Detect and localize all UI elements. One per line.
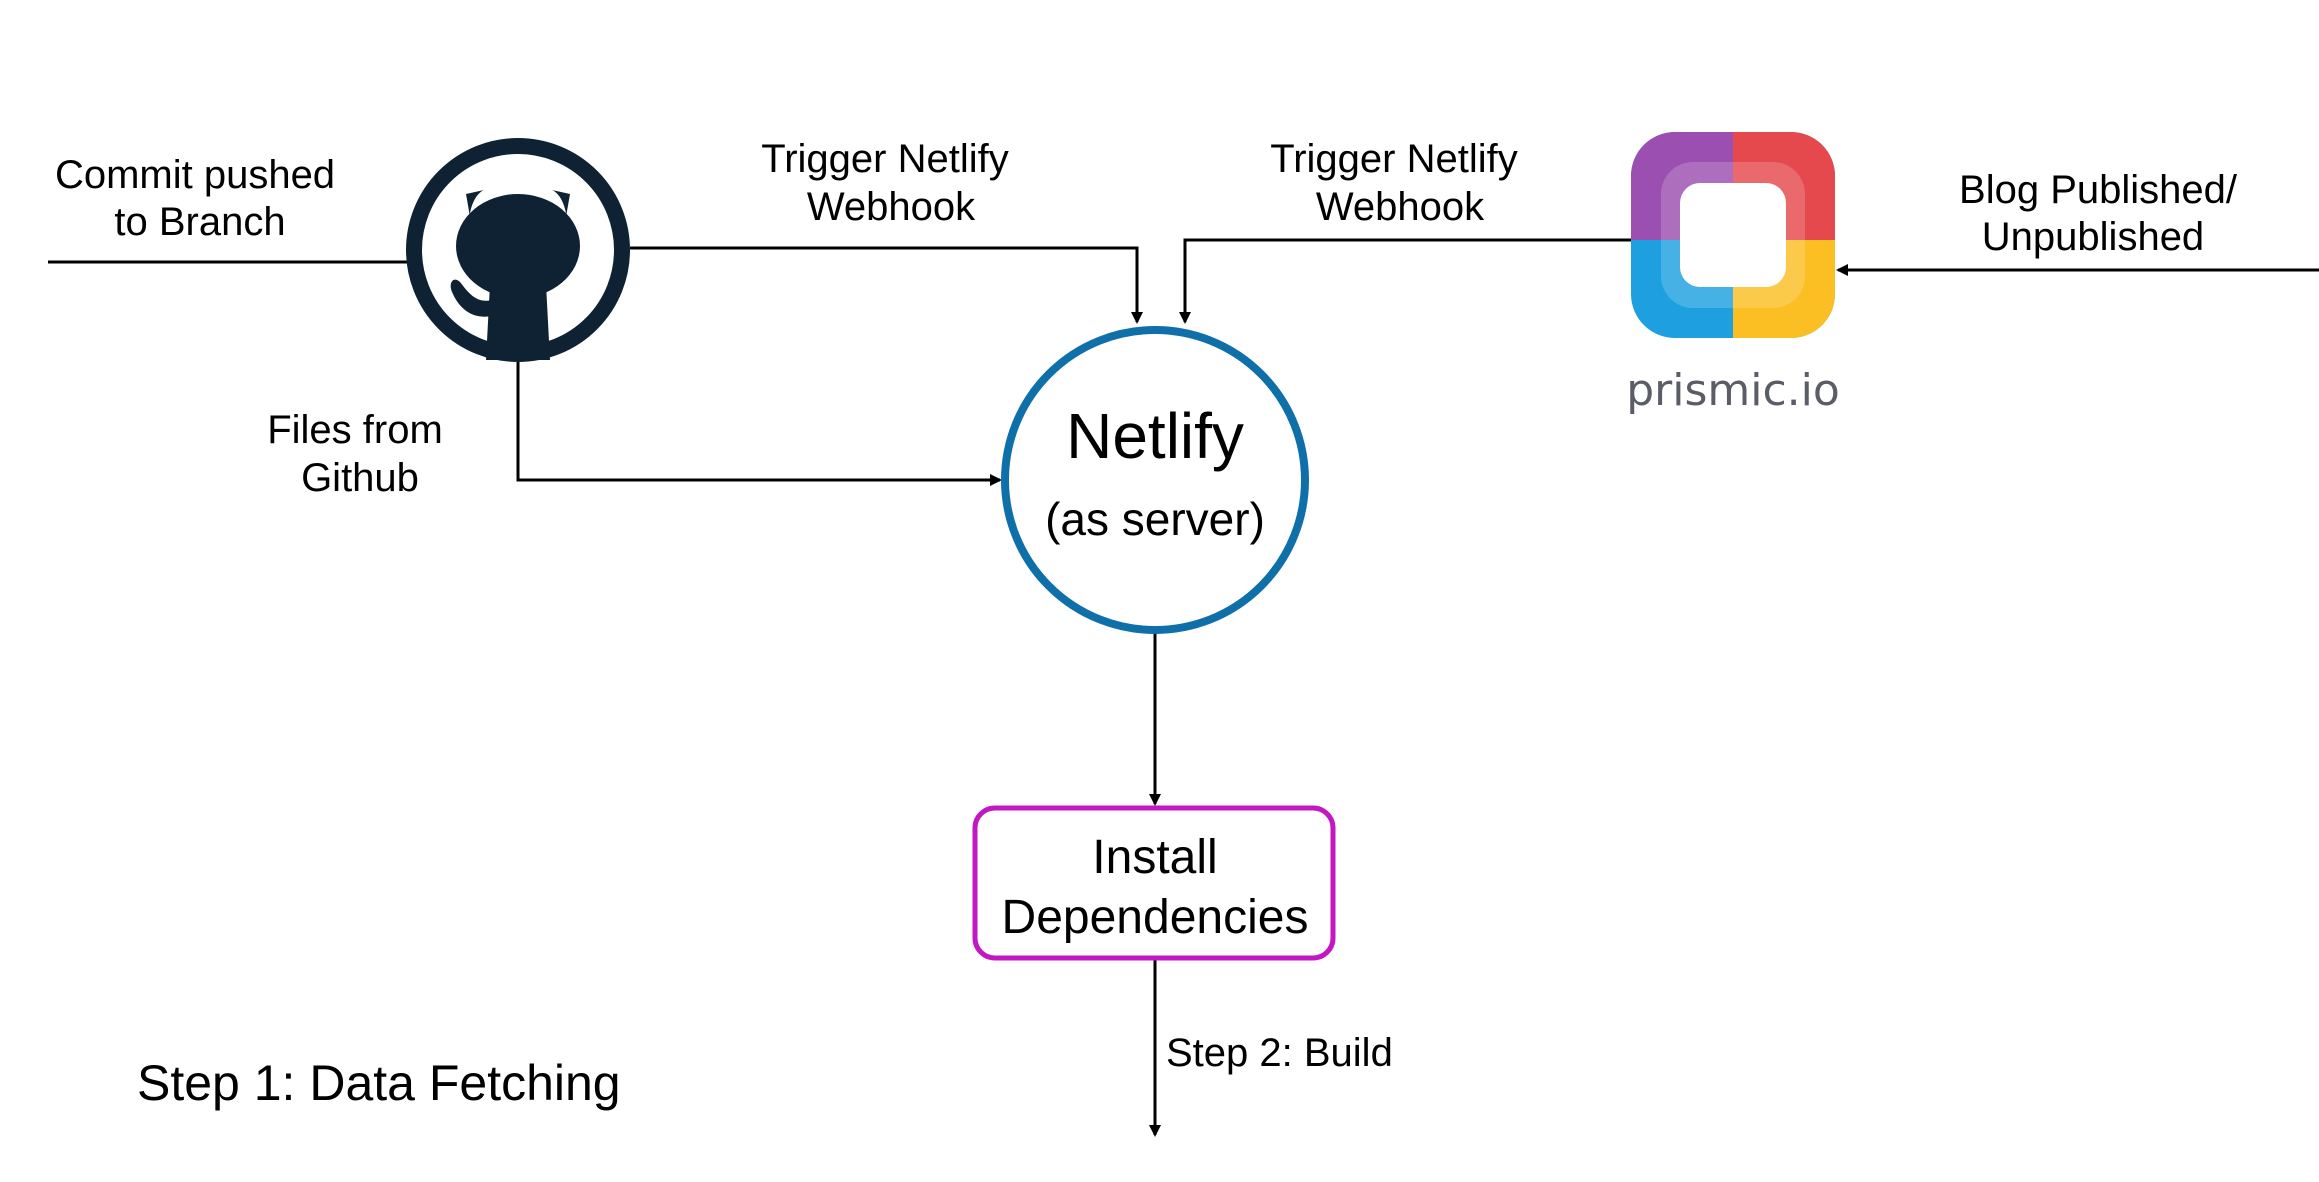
files-label-line1: Files from bbox=[267, 408, 443, 452]
netlify-node: Netlify (as server) bbox=[1001, 326, 1309, 634]
blog-label-line1: Blog Published/ bbox=[1959, 168, 2238, 212]
step1-label: Step 1: Data Fetching bbox=[137, 1055, 621, 1111]
trigger-right-line2: Webhook bbox=[1316, 185, 1485, 229]
commit-label-line1: Commit pushed bbox=[55, 153, 335, 197]
install-dependencies-node: Install Dependencies bbox=[972, 805, 1336, 961]
edge-prismic-to-netlify-trigger bbox=[1179, 238, 1631, 324]
install-line1: Install bbox=[1092, 831, 1217, 884]
trigger-left-line2: Webhook bbox=[807, 185, 976, 229]
prismic-node: prismic.io bbox=[1626, 132, 1840, 416]
netlify-subtitle: (as server) bbox=[1045, 493, 1265, 545]
netlify-title: Netlify bbox=[1066, 400, 1244, 472]
commit-label-line2: to Branch bbox=[114, 200, 285, 244]
prismic-logo-icon bbox=[1631, 132, 1835, 338]
blog-label-line2: Unpublished bbox=[1982, 215, 2204, 259]
install-line2: Dependencies bbox=[1002, 891, 1309, 944]
netlify-ring bbox=[1001, 326, 1309, 634]
trigger-right-line1: Trigger Netlify bbox=[1270, 137, 1517, 181]
edge-github-to-netlify-trigger bbox=[630, 246, 1143, 324]
github-node bbox=[406, 138, 630, 362]
install-box bbox=[972, 805, 1336, 961]
step2-label: Step 2: Build bbox=[1166, 1031, 1393, 1075]
trigger-left-line1: Trigger Netlify bbox=[761, 137, 1008, 181]
edge-github-files-to-netlify bbox=[516, 360, 1002, 486]
files-label-line2: Github bbox=[301, 456, 419, 500]
github-octocat-icon bbox=[450, 190, 580, 360]
prismic-wordmark: prismic.io bbox=[1626, 365, 1840, 416]
